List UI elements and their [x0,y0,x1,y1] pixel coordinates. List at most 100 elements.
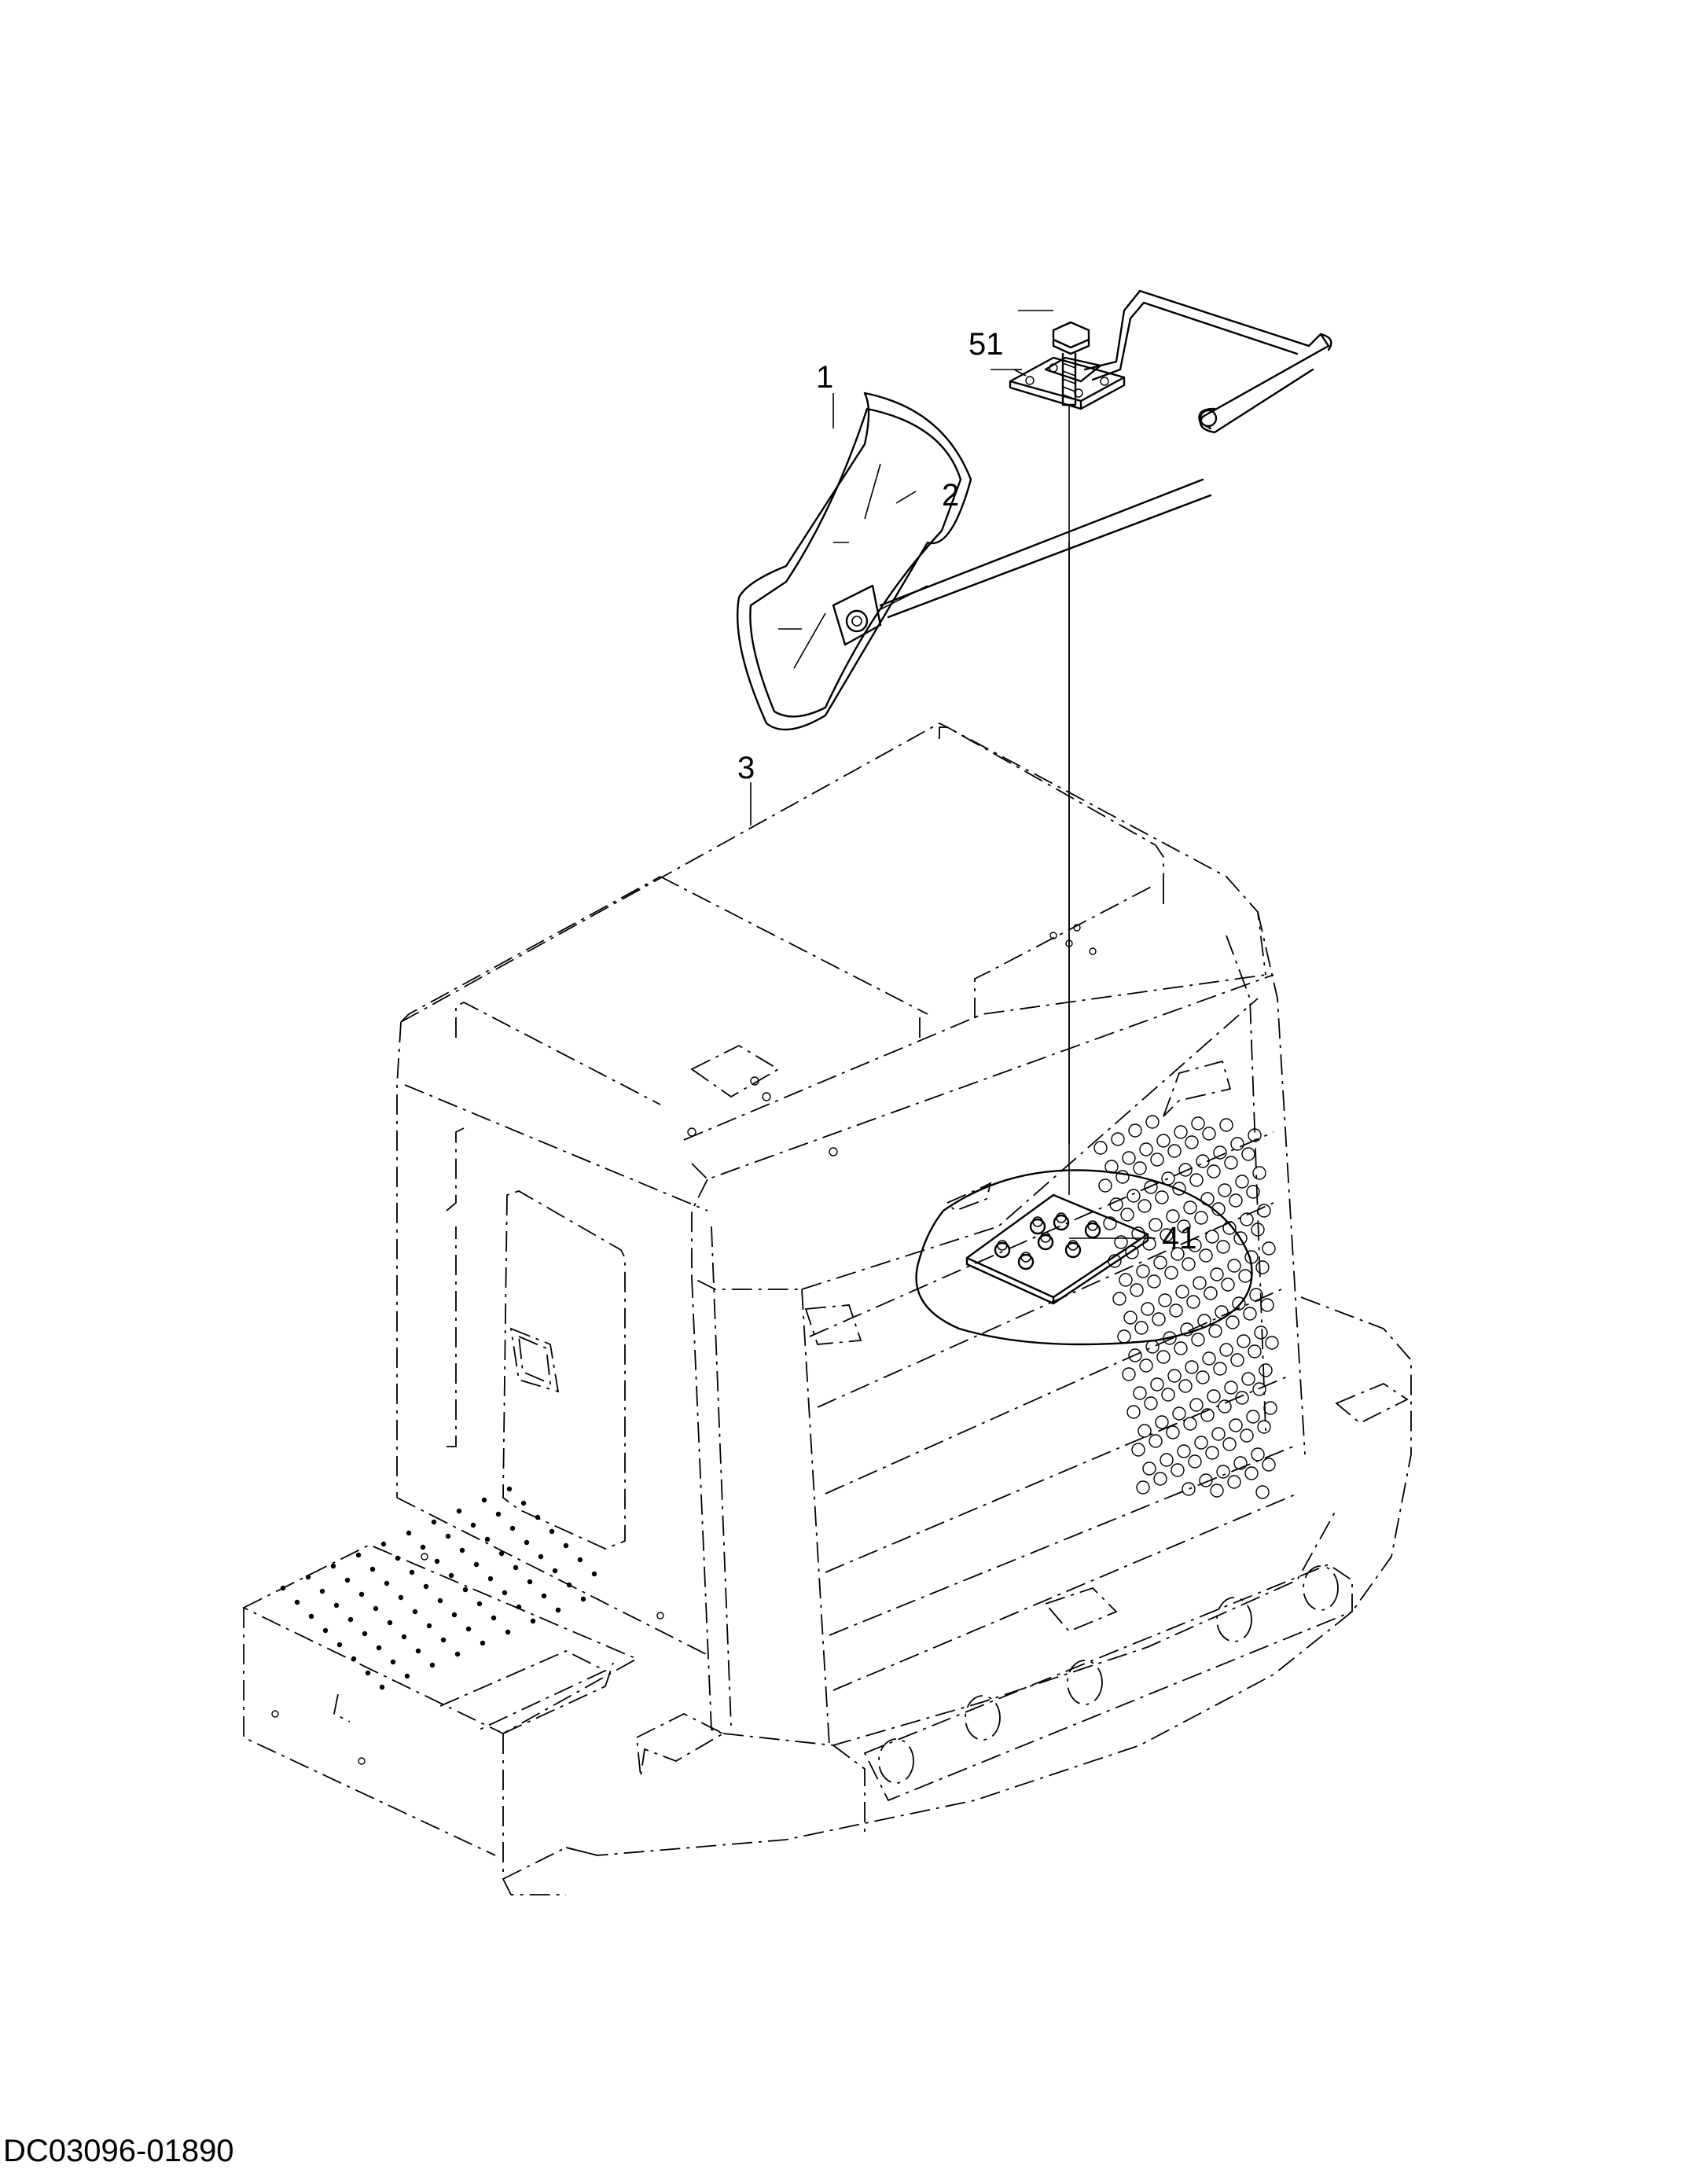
perforation-hole [398,1594,404,1601]
perforation-hole [1145,1115,1160,1129]
callout-part-2: 2 [942,478,960,513]
perforation-hole [365,1670,371,1676]
perforation-hole [1200,1192,1215,1206]
callout-part-3: 3 [737,751,755,785]
perforation-hole [1202,1351,1216,1366]
perforation-hole [1263,1401,1277,1415]
perforation-hole [1161,1388,1175,1402]
perforation-hole [1191,1333,1205,1347]
perforation-hole [1134,1321,1149,1335]
perforation-hole [445,1533,451,1539]
perforation-hole [1128,1123,1142,1138]
perforation-hole [577,1557,583,1563]
perforation-hole [1111,1132,1125,1146]
perforation-hole [465,1626,472,1632]
perforation-hole [459,1547,465,1553]
hex-bolt [1052,321,1090,406]
perforation-hole [502,1590,508,1596]
perforation-hole [379,1684,385,1690]
perforation-hole [1233,1231,1248,1245]
perforation-hole [456,1508,462,1514]
perforation-hole [1194,1436,1208,1450]
perforation-hole [1139,1142,1153,1156]
perforation-hole [1174,1341,1188,1355]
perforation-hole [1131,1443,1145,1457]
perforation-hole [1246,1410,1260,1424]
step-perforation-pattern [280,1486,597,1690]
perforation-hole [1205,1230,1219,1244]
perforation-hole [429,1662,436,1668]
perforation-hole [1182,1257,1196,1271]
callout-leaders [750,310,1053,825]
perforation-hole [412,1609,418,1615]
perforation-hole [333,1602,340,1609]
perforation-hole [1211,1427,1226,1441]
perforation-hole [1224,1381,1238,1395]
perforation-hole [1153,1472,1167,1486]
perforation-hole [498,1550,505,1557]
perforation-hole [1230,1137,1244,1151]
perforation-hole [1188,1238,1202,1252]
perforation-hole [344,1577,351,1583]
perforation-hole [1166,1425,1180,1439]
perforation-hole [1178,1163,1193,1177]
perforation-hole [1156,1350,1171,1364]
perforation-hole [1213,1362,1227,1376]
perforation-hole [1210,1267,1224,1281]
mirror-bracket-plate [1009,289,1332,434]
perforation-hole [434,1558,440,1564]
perforation-hole [1122,1151,1136,1165]
perforation-hole [487,1575,494,1582]
perforation-hole [1125,1245,1139,1259]
mounting-plate-detail [915,1169,1253,1346]
perforation-hole [454,1651,461,1657]
perforation-hole [1199,1248,1213,1263]
perforation-hole [376,1645,382,1651]
perforation-hole [1115,1170,1130,1184]
perforation-hole [1219,1118,1233,1132]
perforation-hole [1182,1482,1196,1496]
perforation-hole [549,1528,555,1535]
perforation-hole [524,1539,530,1546]
perforation-hole [351,1656,357,1662]
perforation-hole [1240,1212,1254,1226]
perforation-hole [505,1629,511,1635]
perforation-hole [1156,1134,1171,1148]
perforation-hole [1189,1173,1204,1187]
perforation-hole [530,1618,536,1624]
perforation-hole [1166,1209,1180,1223]
perforation-hole [1230,1353,1244,1367]
perforation-hole [426,1623,432,1629]
perforation-hole [1114,1235,1128,1249]
perforation-hole [1213,1145,1227,1160]
grille-perforation-pattern [1093,1115,1279,1499]
perforation-hole [1243,1307,1257,1321]
perforation-hole [1142,1462,1156,1476]
perforation-hole [1237,1334,1251,1348]
perforation-hole [1171,1463,1185,1477]
perforation-hole [1191,1116,1205,1131]
perforation-hole [355,1552,362,1558]
perforation-hole [1262,1241,1276,1256]
perforation-hole [1103,1216,1117,1230]
perforation-hole [1249,1288,1263,1302]
perforation-hole [1064,1241,1082,1259]
perforation-hole [1227,1475,1241,1489]
perforation-hole [1222,1221,1237,1235]
perforation-hole [1219,1343,1233,1357]
perforation-hole [390,1659,396,1665]
perforation-hole [1056,1212,1067,1223]
perforation-hole [1177,1444,1191,1458]
perforation-hole [1260,1298,1274,1312]
perforation-hole [308,1613,314,1620]
perforation-hole [1248,1344,1262,1359]
perforation-hole [406,1530,412,1536]
perforation-hole [415,1648,421,1654]
perforation-hole [1133,1161,1147,1175]
perforation-hole [1207,1164,1221,1178]
perforation-hole [1240,1428,1254,1443]
perforation-hole [1255,1485,1270,1499]
perforation-hole [1128,1348,1142,1362]
perforation-hole [1119,1273,1133,1287]
